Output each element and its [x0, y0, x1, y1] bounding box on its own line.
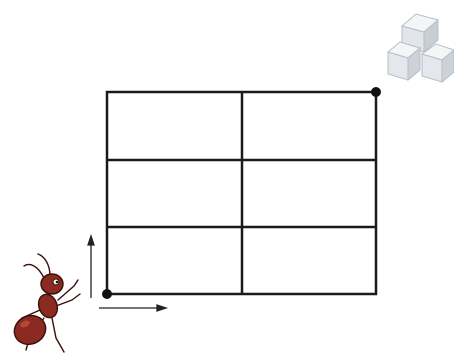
right-arrow [99, 305, 166, 311]
sugar-cubes-icon [388, 14, 454, 82]
ant-icon [10, 254, 80, 352]
start-dot [102, 289, 112, 299]
end-dot [371, 87, 381, 97]
grid [107, 92, 376, 294]
up-arrow [88, 236, 94, 298]
